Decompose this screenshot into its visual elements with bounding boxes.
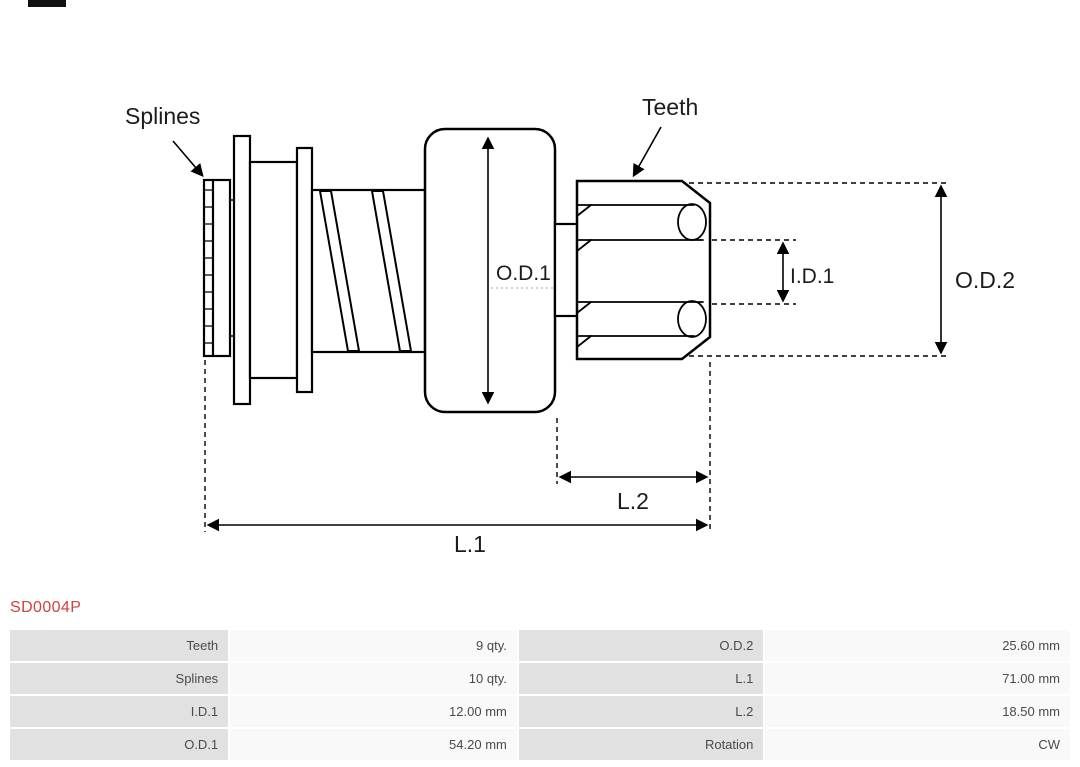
splines-arrow — [172, 140, 204, 177]
spec-value: 12.00 mm — [230, 696, 517, 727]
spec-table: Teeth 9 qty. O.D.2 25.60 mm Splines 10 q… — [8, 628, 1072, 762]
l1-label: L.1 — [454, 531, 486, 557]
spec-value: 71.00 mm — [765, 663, 1070, 694]
od2-label: O.D.2 — [955, 267, 1015, 293]
spec-label: I.D.1 — [10, 696, 229, 727]
table-row: Teeth 9 qty. O.D.2 25.60 mm — [10, 630, 1070, 661]
spec-label: Teeth — [10, 630, 229, 661]
flange-disc-rear — [295, 146, 314, 394]
table-row: Splines 10 qty. L.1 71.00 mm — [10, 663, 1070, 694]
od1-label: O.D.1 — [496, 262, 551, 285]
teeth-arrow — [632, 126, 662, 178]
flange-disc-front — [232, 134, 252, 406]
splined-shaft — [202, 178, 235, 358]
pinion-gear — [575, 179, 712, 361]
spec-value: 18.50 mm — [765, 696, 1070, 727]
dimensions — [172, 126, 948, 532]
pinion-shaft — [553, 222, 580, 318]
spec-value: 9 qty. — [230, 630, 517, 661]
diagram-labels: Splines Teeth O.D.1 I.D.1 O.D.2 L.2 L.1 — [125, 94, 1015, 557]
spring — [310, 188, 427, 354]
spec-label: O.D.1 — [10, 729, 229, 760]
spec-value: 54.20 mm — [230, 729, 517, 760]
spec-label: Rotation — [518, 729, 764, 760]
spec-label: L.2 — [518, 696, 764, 727]
splines-label: Splines — [125, 103, 200, 129]
spec-label: O.D.2 — [518, 630, 764, 661]
spec-label: Splines — [10, 663, 229, 694]
teeth-label: Teeth — [642, 94, 698, 120]
table-row: O.D.1 54.20 mm Rotation CW — [10, 729, 1070, 760]
technical-diagram: Splines Teeth O.D.1 I.D.1 O.D.2 L.2 L.1 — [125, 94, 1015, 557]
part-number: SD0004P — [10, 599, 82, 616]
l2-label: L.2 — [617, 488, 649, 514]
spec-label: L.1 — [518, 663, 764, 694]
spec-value: CW — [765, 729, 1070, 760]
drive-part-drawing — [202, 127, 712, 414]
id1-label: I.D.1 — [790, 265, 834, 288]
spec-value: 25.60 mm — [765, 630, 1070, 661]
spec-value: 10 qty. — [230, 663, 517, 694]
logo-mark — [28, 0, 66, 7]
hub — [248, 160, 299, 380]
table-row: I.D.1 12.00 mm L.2 18.50 mm — [10, 696, 1070, 727]
